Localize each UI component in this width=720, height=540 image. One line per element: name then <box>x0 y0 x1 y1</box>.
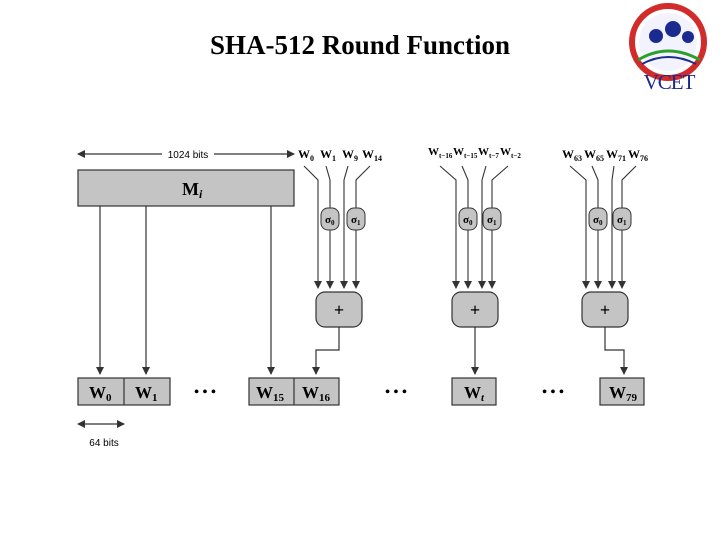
svg-text:Wt−16: Wt−16 <box>428 146 453 160</box>
svg-text:W63: W63 <box>562 147 582 163</box>
block-width-label: 1024 bits <box>168 150 209 161</box>
svg-text:W65: W65 <box>584 147 604 163</box>
svg-text:W14: W14 <box>362 147 382 163</box>
schedule-group-2: Wt−16 Wt−15 Wt−7 Wt−2 σ0 σ1 + <box>428 146 521 375</box>
svg-text:W1: W1 <box>320 147 336 163</box>
ellipsis-3: • • • <box>542 385 564 400</box>
word-w0: W0 <box>89 383 112 404</box>
svg-text:+: + <box>470 300 480 320</box>
svg-text:σ1: σ1 <box>487 214 497 227</box>
ellipsis-1: • • • <box>194 385 216 400</box>
word-w1: W1 <box>135 383 158 404</box>
svg-text:Wt−7: Wt−7 <box>478 146 499 160</box>
svg-text:σ1: σ1 <box>351 214 361 227</box>
svg-text:W0: W0 <box>298 147 314 163</box>
ellipsis-2: • • • <box>385 385 407 400</box>
svg-text:σ0: σ0 <box>593 214 603 227</box>
message-block <box>77 169 295 207</box>
word-w16: W16 <box>302 383 331 404</box>
word-wt: Wt <box>464 383 485 404</box>
svg-text:+: + <box>600 300 610 320</box>
svg-text:σ1: σ1 <box>617 214 627 227</box>
svg-text:W9: W9 <box>342 147 358 163</box>
word-w79: W79 <box>609 383 638 404</box>
schedule-group-1: W0 W1 W9 W14 σ0 σ1 + <box>298 147 382 375</box>
svg-text:W76: W76 <box>628 147 648 163</box>
svg-text:σ0: σ0 <box>463 214 473 227</box>
message-block-label: Mi <box>182 179 203 201</box>
svg-text:W71: W71 <box>606 147 626 163</box>
schedule-group-3: W63 W65 W71 W76 σ0 σ1 + <box>562 147 648 375</box>
svg-text:+: + <box>334 300 344 320</box>
word-width-label: 64 bits <box>89 438 118 449</box>
word-w15: W15 <box>256 383 285 404</box>
logo-text: VCET <box>643 70 696 94</box>
svg-text:σ0: σ0 <box>325 214 335 227</box>
slide-title: SHA-512 Round Function <box>209 30 511 60</box>
svg-text:Wt−15: Wt−15 <box>453 146 478 160</box>
svg-text:Wt−2: Wt−2 <box>500 146 521 160</box>
vcet-logo <box>629 3 707 81</box>
